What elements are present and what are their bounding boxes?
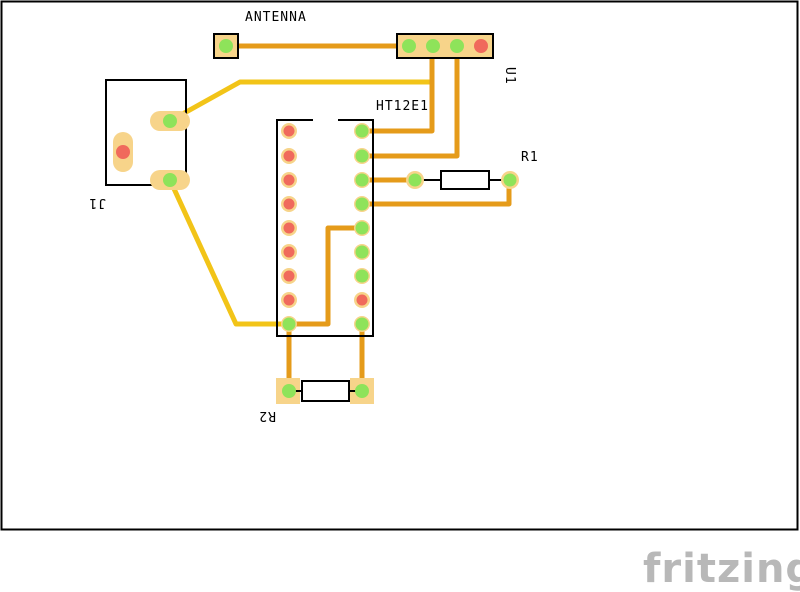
j1-pin1[interactable] <box>163 114 177 128</box>
r2-resistor[interactable] <box>276 378 374 404</box>
j1-label: J1 <box>88 195 106 210</box>
u1-pin4[interactable] <box>474 39 488 53</box>
r2-pin1[interactable] <box>282 384 296 398</box>
trace-ic-pin14-to-gnd[interactable] <box>286 225 365 327</box>
ic-label: HT12E1 <box>376 99 429 114</box>
trace-j1-pin2-to-ic-gnd[interactable] <box>167 177 292 327</box>
fritzing-logo: fritzing <box>643 546 800 592</box>
r1-resistor[interactable] <box>406 170 519 190</box>
u1-header[interactable] <box>396 33 494 59</box>
ht12e-ic[interactable] <box>276 119 374 337</box>
board-outline <box>0 0 799 531</box>
u1-pin3[interactable] <box>450 39 464 53</box>
j1-jack[interactable] <box>105 79 190 190</box>
u1-pin1[interactable] <box>402 39 416 53</box>
r1-label: R1 <box>521 150 539 165</box>
trace-u1-to-ic-pin17[interactable] <box>359 43 460 159</box>
r2-pin2[interactable] <box>355 384 369 398</box>
u1-label: U1 <box>502 67 517 85</box>
antenna-label: ANTENNA <box>245 10 307 25</box>
u1-pin2[interactable] <box>426 39 440 53</box>
r2-label: R2 <box>258 408 276 423</box>
trace-u1-to-ic-pin18[interactable] <box>359 43 435 134</box>
j1-pin2[interactable] <box>163 173 177 187</box>
j1-pin3[interactable] <box>116 145 130 159</box>
antenna-connector[interactable] <box>213 33 239 59</box>
